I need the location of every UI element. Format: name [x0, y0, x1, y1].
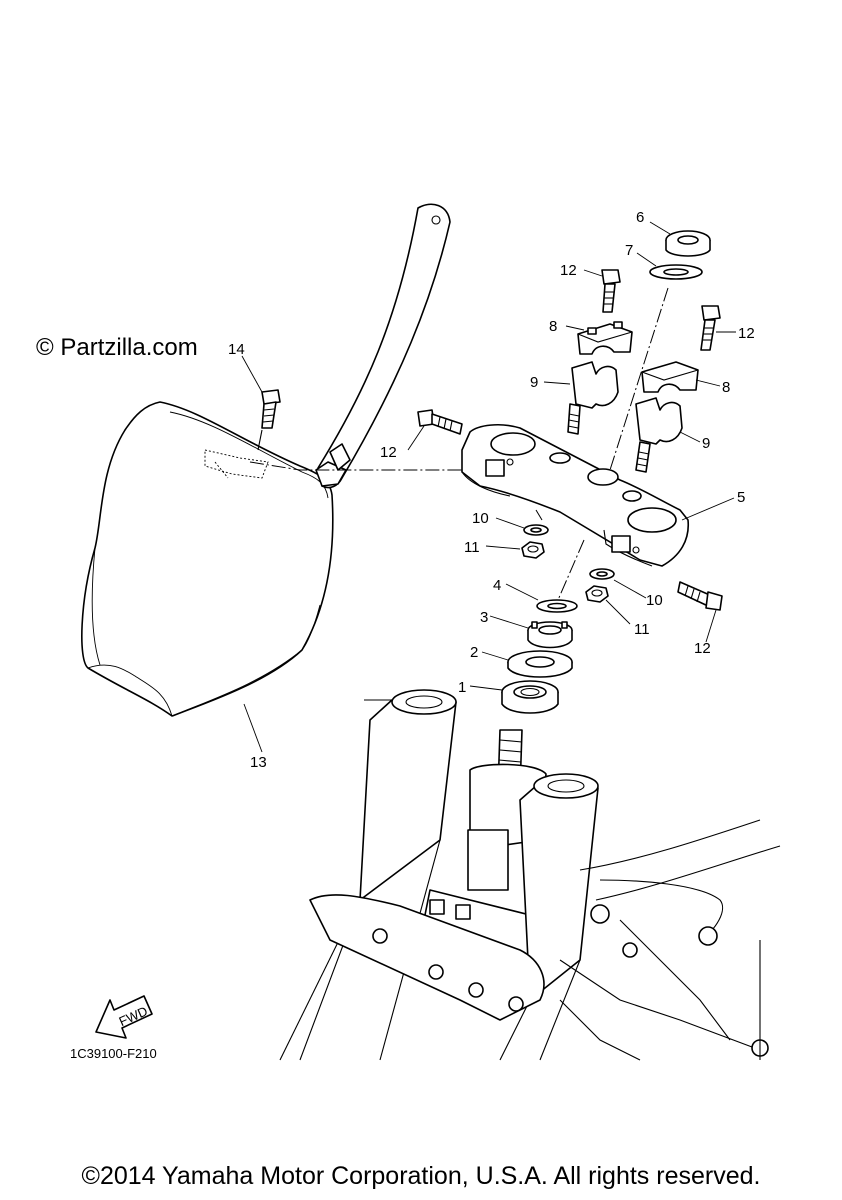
leader-lines	[241, 221, 736, 753]
nut-11-right	[585, 585, 609, 603]
bearing-cover-2	[507, 650, 573, 678]
callout-7: 7	[625, 242, 633, 259]
callout-labels: 6 7 12 12 8 8 9 9 12 5 10 11 10 11 12 4 …	[228, 209, 755, 771]
bearing-1	[501, 680, 559, 714]
washer-4	[536, 599, 578, 613]
handlebar-holder-upper-left	[577, 321, 633, 355]
callout-6: 6	[636, 209, 644, 226]
callout-14: 14	[228, 341, 245, 358]
fwd-arrow-icon: FWD	[95, 995, 153, 1039]
washer-10-right	[589, 568, 615, 580]
ring-nut-3	[527, 621, 573, 649]
callout-12-right: 12	[694, 640, 711, 657]
callout-9-left: 9	[530, 374, 538, 391]
handlebar-holder-upper-right	[641, 361, 699, 393]
callout-12-top-left: 12	[560, 262, 577, 279]
callout-1: 1	[458, 679, 466, 696]
callout-11-left: 11	[464, 539, 480, 556]
callout-2: 2	[470, 644, 478, 661]
callout-3: 3	[480, 609, 488, 626]
upper-bracket	[461, 423, 689, 567]
callout-8-right: 8	[722, 379, 730, 396]
steering-stem-nut	[665, 230, 711, 257]
bolt-12-right-lower	[677, 581, 723, 611]
washer-7	[649, 264, 703, 280]
bolt-12-left	[417, 409, 463, 435]
copyright-notice: ©2014 Yamaha Motor Corporation, U.S.A. A…	[81, 1162, 761, 1190]
callout-12-top-right: 12	[738, 325, 755, 342]
callout-8-left: 8	[549, 318, 557, 335]
callout-5: 5	[737, 489, 745, 506]
number-plate	[81, 203, 470, 717]
callout-11-right: 11	[634, 621, 650, 638]
washer-10-left	[523, 524, 549, 536]
callout-4: 4	[493, 577, 501, 594]
bolt-14	[257, 389, 281, 451]
diagram-code: 1C39100-F210	[70, 1046, 157, 1061]
callout-13: 13	[250, 754, 267, 771]
callout-12-left: 12	[380, 444, 397, 461]
bolt-12-top-right	[700, 305, 721, 351]
watermark: © Partzilla.com	[36, 334, 198, 361]
bolt-12-top-left	[601, 269, 621, 313]
fork-and-frame-assembly	[279, 689, 781, 1061]
callout-10-right: 10	[646, 592, 663, 609]
callout-10-left: 10	[472, 510, 489, 527]
handlebar-holder-lower-right	[635, 397, 683, 473]
callout-9-right: 9	[702, 435, 710, 452]
nut-11-left	[521, 541, 545, 559]
handlebar-holder-lower-left	[567, 361, 619, 435]
